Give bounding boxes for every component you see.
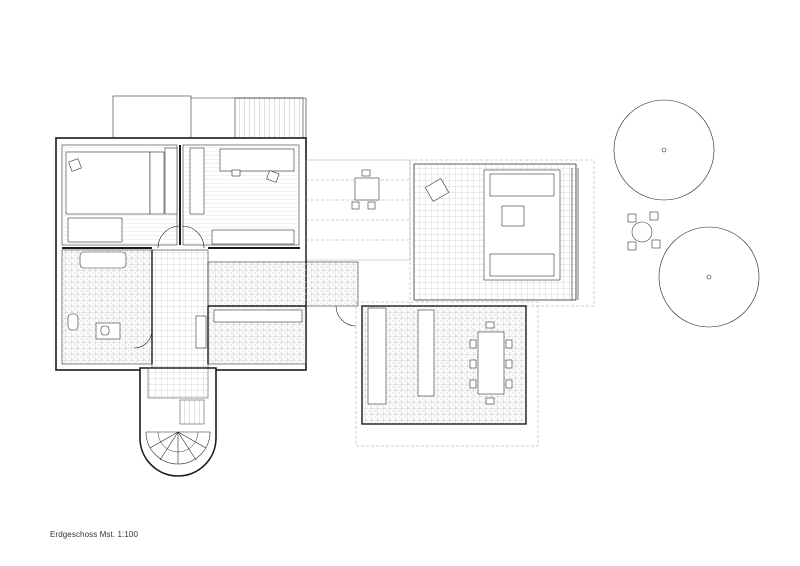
bed xyxy=(65,151,151,215)
desk xyxy=(219,148,295,172)
dining-table xyxy=(477,331,505,395)
corridor-floor xyxy=(207,261,359,307)
kitchen-counter xyxy=(367,307,387,405)
tree-north xyxy=(613,99,715,201)
hall-floor xyxy=(151,249,209,369)
armchair xyxy=(424,178,450,202)
terrace-table xyxy=(354,177,380,201)
bedroom-furniture xyxy=(65,147,178,243)
sofa-top xyxy=(489,173,555,197)
living-wing xyxy=(409,159,595,307)
terrace xyxy=(305,159,411,261)
study-furniture xyxy=(189,147,295,245)
entrance-porch xyxy=(112,95,307,140)
kitchen-wing xyxy=(355,301,539,447)
tree-south xyxy=(658,226,760,328)
wardrobe xyxy=(67,217,123,243)
garden-table xyxy=(631,221,653,243)
kitchen-island xyxy=(417,309,435,397)
sofa-bottom xyxy=(489,253,555,277)
utility-counter xyxy=(213,309,303,323)
bathroom-floor xyxy=(61,249,153,365)
coffee-table xyxy=(501,205,525,227)
garden xyxy=(613,99,760,328)
stair-tower xyxy=(139,367,217,477)
hall-cabinet xyxy=(195,315,207,349)
bathroom-fixtures xyxy=(67,251,127,340)
bathtub xyxy=(79,251,127,269)
shelf xyxy=(211,229,295,245)
drawing-caption: Erdgeschoss Mst. 1:100 xyxy=(50,530,139,539)
